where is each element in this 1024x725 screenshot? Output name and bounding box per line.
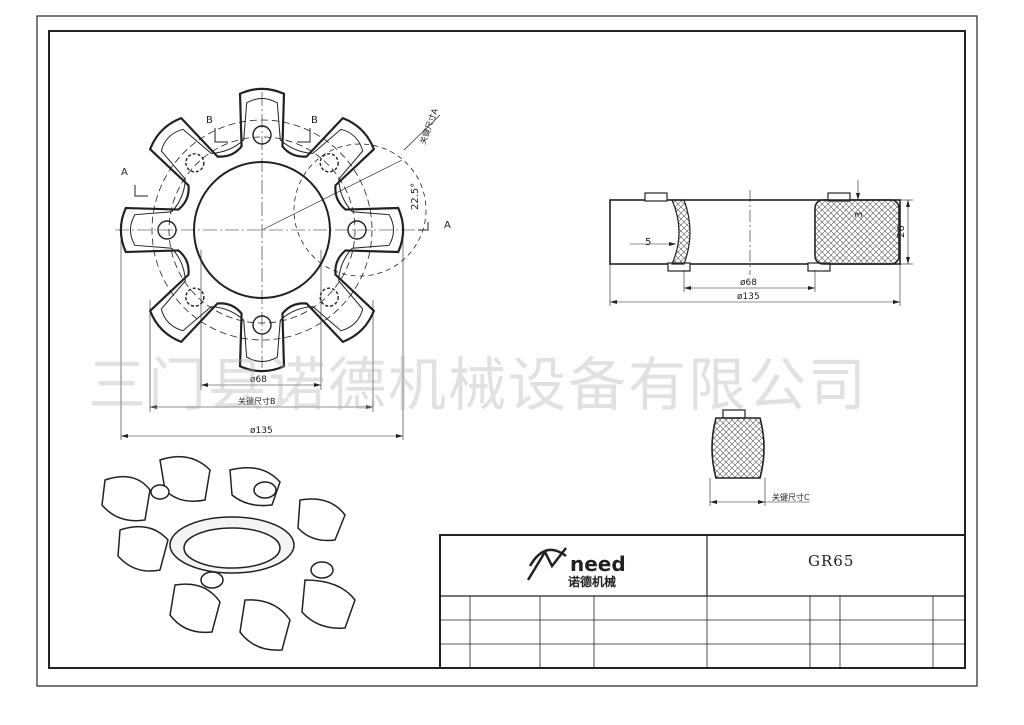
key-dim-c-label: 关键尺寸C (772, 492, 810, 502)
front-dia-inner-label: ø68 (250, 375, 267, 385)
title-block (439, 534, 966, 669)
section-label-a-left: A (121, 167, 128, 178)
spider-hole (185, 287, 205, 307)
front-view (115, 87, 441, 440)
spider-hole (185, 153, 205, 173)
key-dim-b-label: 关键尺寸B (238, 396, 276, 406)
logo-word: need (570, 552, 626, 576)
spider-hole (319, 153, 339, 173)
side-dim-5: 5 (645, 237, 651, 248)
section-label-b-right: B (311, 115, 318, 126)
inner-border (48, 30, 966, 669)
side-dim-3: 3 (854, 212, 865, 218)
need-logo-icon (526, 547, 567, 581)
spider-inner-outline (129, 97, 395, 363)
side-view (609, 180, 913, 306)
logo-chinese: 诺德机械 (568, 575, 617, 589)
side-dia-outer-label: ø135 (737, 292, 760, 302)
outer-border (36, 15, 978, 687)
front-dia-outer-label: ø135 (250, 426, 273, 436)
spider-hole (319, 287, 339, 307)
section-label-a-right: A (444, 220, 451, 231)
key-dim-a-label: 关键尺寸A (417, 107, 439, 146)
section-label-b-left: B (206, 115, 213, 126)
isometric-view (101, 455, 356, 651)
section-c-view (709, 409, 810, 506)
model-number: GR65 (808, 552, 855, 570)
spider-outline (119, 87, 405, 373)
angle-label: 22.5° (410, 183, 421, 210)
side-dia-inner-label: ø68 (740, 278, 757, 288)
side-dim-26: 26 (896, 225, 907, 238)
